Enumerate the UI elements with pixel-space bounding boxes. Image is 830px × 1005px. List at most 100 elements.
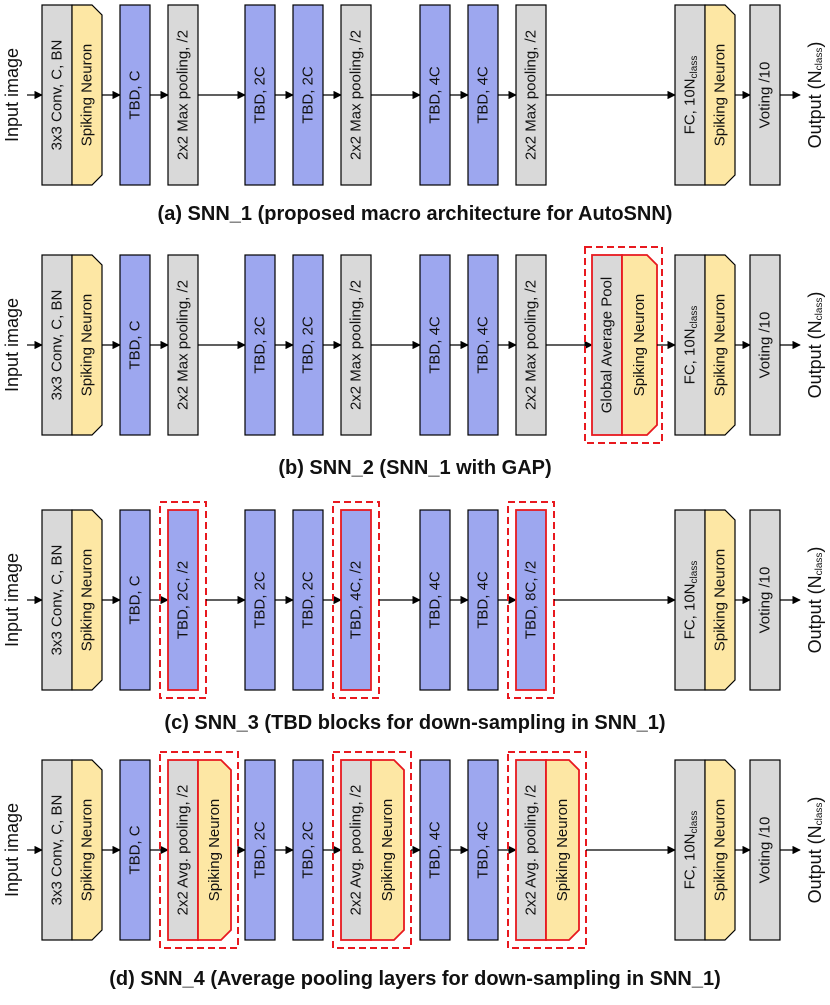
row-c-conv-block-label: 3x3 Conv, C, BN [49,545,66,656]
row-d-tbd-c-block: TBD, C [119,759,151,941]
row-a-tbd-2c-1-block-label: TBD, 2C [252,66,269,124]
row-d-avgpool-2-spike-block-label: Spiking Neuron [379,799,396,902]
row-d-conv-block: 3x3 Conv, C, BN [41,759,73,941]
row-b-gap-spike-block-label: Spiking Neuron [631,294,648,397]
row-b-voting-block: Voting /10 [749,254,781,436]
row-a-fc-spike-block-label: Spiking Neuron [712,44,729,147]
row-b-fc-spike-block-shape [704,254,736,436]
input-image-label-2: Input image [2,553,22,647]
row-d-tbd-2c-2-block: TBD, 2C [292,759,324,941]
row-b-tbd-4c-1-block-shape [419,254,451,436]
output-label-text-1: Output (N [805,320,825,398]
input-image-label-0: Input image [2,48,22,142]
row-b-tbd-4c-1-block-label: TBD, 4C [427,316,444,374]
row-a-maxpool-2-block-shape [340,4,372,186]
row-b-gap-highlight [584,246,663,444]
row-c-tbd-4c-2-block-label: TBD, 4C [475,571,492,629]
row-d-avgpool-2-spike-block: Spiking Neuron [370,759,405,941]
row-b-gap-spike-block-shape [621,254,658,436]
row-d-fc-block-label-subscript: class [689,811,700,834]
row-b-conv-block-shape [41,254,73,436]
row-d-avgpool-2-spike-block-shape [370,759,405,941]
row-b-maxpool-1-block-label: 2x2 Max pooling, /2 [175,280,192,410]
row-b-tbd-2c-2-block: TBD, 2C [292,254,324,436]
row-b-gap-block-label: Global Average Pool [599,277,616,414]
row-d-conv-spike-block-shape [71,759,103,941]
row-b-voting-block-shape [749,254,781,436]
row-d-avgpool-3-spike-block-shape [545,759,580,941]
row-c-fc-block-label-subscript: class [689,561,700,584]
output-label-text-3: Output (N [805,825,825,903]
row-b-maxpool-1-block-shape [167,254,199,436]
row-d-voting-block: Voting /10 [749,759,781,941]
row-d-avgpool-1-spike-block-label: Spiking Neuron [206,799,223,902]
row-c-tbd-4c-down-block-shape [340,509,372,691]
row-d-tbd-2c-1-block-shape [244,759,276,941]
row-a-voting-block-shape [749,4,781,186]
input-image-label-3: Input image [2,803,22,897]
row-b-tbd-c-block-shape [119,254,151,436]
row-b-tbd-4c-2-block: TBD, 4C [467,254,499,436]
row-c-conv-spike-block: Spiking Neuron [71,509,103,691]
row-d-tbd-4c-2-block-label: TBD, 4C [475,821,492,879]
row-d-conv-block-label: 3x3 Conv, C, BN [49,795,66,906]
row-a-tbd-4c-1-block-label: TBD, 4C [427,66,444,124]
row-a-tbd-c-block-label: TBD, C [127,70,144,119]
output-label-subscript-1: class [814,298,825,321]
row-c-fc-spike-block: Spiking Neuron [704,509,736,691]
row-a-maxpool-2-block-label: 2x2 Max pooling, /2 [348,30,365,160]
row-d-avgpool-2-block-label: 2x2 Avg. pooling, /2 [348,785,365,916]
row-d-avgpool-1-spike-block: Spiking Neuron [197,759,232,941]
row-b-fc-spike-block-label: Spiking Neuron [712,294,729,397]
row-b-maxpool-3-block-shape [515,254,547,436]
row-c-tbd-2c-down-block-label: TBD, 2C, /2 [175,561,192,639]
row-d-conv-block-shape [41,759,73,941]
row-d-conv-spike-block-label: Spiking Neuron [79,799,96,902]
row-c-tbd-4c-down-block: TBD, 4C, /2 [340,509,372,691]
row-a-conv-block: 3x3 Conv, C, BN [41,4,73,186]
row-c-tbd-2c-2-block: TBD, 2C [292,509,324,691]
row-c-tbd-c-block-label: TBD, C [127,575,144,624]
row-d-tbd-c-block-label: TBD, C [127,825,144,874]
row-c-tbd-2c-down-block-shape [167,509,199,691]
caption-b: (b) SNN_2 (SNN_1 with GAP) [278,457,551,479]
row-a-tbd-4c-1-block: TBD, 4C [419,4,451,186]
row-c-tbd-4c-1-block-label: TBD, 4C [427,571,444,629]
row-a-fc-spike-block-shape [704,4,736,186]
row-c-fc-block: FC, 10Nclass [674,509,706,691]
row-d-avgpool-1-block: 2x2 Avg. pooling, /2 [167,759,199,941]
row-d-tbd-4c-1-block-label: TBD, 4C [427,821,444,879]
row-b-maxpool-3-block: 2x2 Max pooling, /2 [515,254,547,436]
row-c-tbd-2c-1-block-label: TBD, 2C [252,571,269,629]
row-d-avgpool-2-block: 2x2 Avg. pooling, /2 [340,759,372,941]
row-c-tbd-2c-2-block-label: TBD, 2C [300,571,317,629]
row-b-tbd-4c-1-block: TBD, 4C [419,254,451,436]
row-c-tbd-8c-down-block-label: TBD, 8C, /2 [523,561,540,639]
row-d-fc-block-shape [674,759,706,941]
row-b-conv-block-label: 3x3 Conv, C, BN [49,290,66,401]
row-d-tbd-2c-2-block-shape [292,759,324,941]
row-b-conv-spike-block: Spiking Neuron [71,254,103,436]
row-a-voting-block: Voting /10 [749,4,781,186]
row-a-tbd-4c-2-block-label: TBD, 4C [475,66,492,124]
output-label-subscript-2: class [814,553,825,576]
row-c-tbd-2c-1-block: TBD, 2C [244,509,276,691]
row-d-avgpool-2-block-shape [340,759,372,941]
output-label-text-0: Output (N [805,70,825,148]
row-a-tbd-2c-2-block-label: TBD, 2C [300,66,317,124]
caption-d: (d) SNN_4 (Average pooling layers for do… [109,968,721,990]
output-label-close-3: ) [805,797,825,803]
output-label-close-0: ) [805,42,825,48]
row-a-voting-block-label: Voting /10 [757,62,774,129]
row-a-conv-spike-block: Spiking Neuron [71,4,103,186]
row-d-tbd-4c-1-block: TBD, 4C [419,759,451,941]
output-label-2: Output (Nclass) [805,547,825,654]
caption-c: (c) SNN_3 (TBD blocks for down-sampling … [164,712,665,734]
row-c-conv-spike-block-shape [71,509,103,691]
row-c-voting-block-label: Voting /10 [757,567,774,634]
row-a-maxpool-2-block: 2x2 Max pooling, /2 [340,4,372,186]
row-c-fc-spike-block-shape [704,509,736,691]
row-d-fc-spike-block-label: Spiking Neuron [712,799,729,902]
row-d-avgpool-1-spike-block-shape [197,759,232,941]
